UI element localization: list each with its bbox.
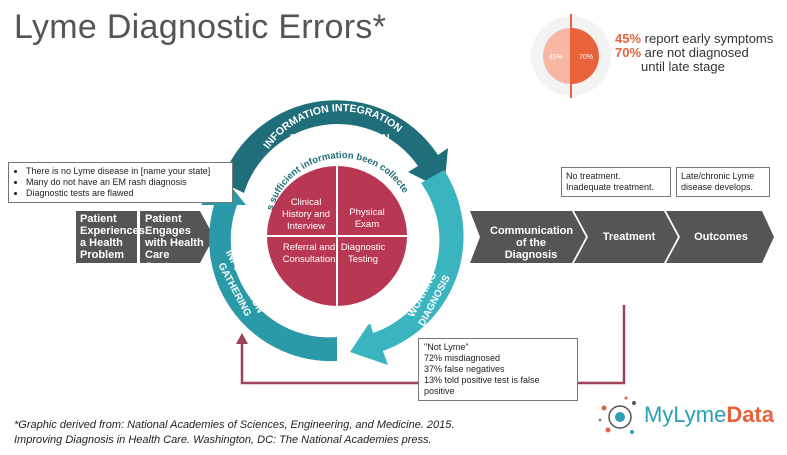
misconception-item: Many do not have an EM rash diagnosis — [26, 177, 227, 188]
treatment-note-line1: No treatment. — [566, 171, 621, 181]
quadrant-testing-line2: Testing — [348, 254, 378, 265]
misconceptions-note: There is no Lyme disease in [name your s… — [8, 162, 233, 203]
stats-summary: 45% report early symptoms 70% are not di… — [615, 32, 773, 74]
citation-line1: *Graphic derived from: National Academie… — [14, 419, 455, 431]
page-title: Lyme Diagnostic Errors* — [14, 8, 387, 46]
ring-integration-segment — [221, 100, 448, 193]
flow-step-2-label: Patient Engages with Health Care System — [145, 213, 204, 273]
flow-step-4-shape — [574, 211, 678, 263]
flow-step-3-shape — [470, 211, 586, 263]
flow-step-4-label: Treatment — [602, 231, 656, 243]
ring-working-diagnosis-segment — [350, 170, 464, 365]
stat-late-text-2: until late stage — [641, 59, 725, 74]
pie-label-early: 45% — [549, 54, 563, 61]
flow-step-5-label: Outcomes — [694, 231, 748, 243]
flow-step-5-shape — [666, 211, 774, 263]
outcome-note-line2: disease develops. — [681, 182, 754, 192]
quadrant-history-line3: Interview — [287, 221, 325, 232]
citation-line2: Improving Diagnosis in Health Care. Wash… — [14, 434, 432, 446]
quadrant-exam-line1: Physical — [349, 207, 384, 218]
treatment-note-line2: Inadequate treatment. — [566, 182, 655, 192]
flow-step-2-shape — [140, 211, 214, 263]
outcome-note: Late/chronic Lyme disease develops. — [676, 167, 770, 197]
stat-early-text: report early symptoms — [644, 31, 774, 46]
misconception-item: There is no Lyme disease in [name your s… — [26, 166, 227, 177]
stat-late-text: are not diagnosed — [644, 45, 749, 60]
quadrant-exam-line2: Exam — [355, 219, 379, 230]
not-lyme-line: 72% misdiagnosed — [424, 353, 501, 363]
flow-step-1-shape — [76, 211, 137, 263]
outcome-note-line1: Late/chronic Lyme — [681, 171, 755, 181]
not-lyme-note: "Not Lyme" 72% misdiagnosed 37% false ne… — [418, 338, 578, 401]
citation-footer: *Graphic derived from: National Academie… — [14, 418, 454, 448]
quadrant-history-line1: Clinical — [291, 197, 322, 208]
stat-early-pct: 45% — [615, 31, 642, 46]
logo-text-part2: Data — [726, 402, 774, 427]
mylymedata-logo: MyLymeData — [644, 402, 774, 428]
pie-label-late: 70% — [579, 54, 593, 61]
pie-early-symptoms-half — [543, 28, 571, 84]
not-lyme-line: 13% told positive test is false positive — [424, 375, 540, 396]
not-lyme-line: "Not Lyme" — [424, 342, 469, 352]
pie-not-diagnosed-half — [571, 28, 599, 84]
flow-step-1-label: Patient Experiences a Health Problem — [80, 213, 145, 261]
flow-step-3-label: Communication of the Diagnosis — [490, 225, 574, 261]
treatment-note: No treatment. Inadequate treatment. — [561, 167, 671, 197]
ring-top-label-2: & INTERPRETATION — [288, 132, 389, 144]
stat-late-pct: 70% — [615, 45, 642, 60]
feedback-arrow-head — [236, 333, 248, 344]
quadrant-referral-line1: Referral and — [283, 242, 335, 253]
not-lyme-line: 37% false negatives — [424, 364, 505, 374]
quadrant-history-line2: History and — [282, 209, 330, 220]
mylymedata-logo-icon — [598, 396, 636, 434]
quadrant-testing-line1: Diagnostic — [341, 242, 386, 253]
quadrant-referral-line2: Consultation — [283, 254, 336, 265]
misconception-item: Diagnostic tests are flawed — [26, 188, 227, 199]
logo-text-part1: MyLyme — [644, 402, 727, 427]
